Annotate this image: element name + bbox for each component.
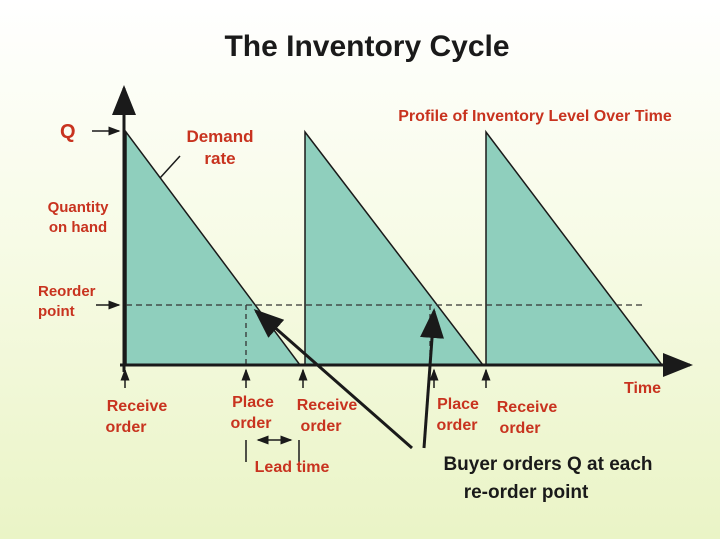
lead-time-label: Lead time bbox=[255, 459, 330, 476]
event-label-receive-1-line2: order bbox=[106, 419, 147, 436]
time-label: Time bbox=[624, 380, 661, 397]
profile-label: Profile of Inventory Level Over Time bbox=[398, 108, 672, 125]
diagram-title: The Inventory Cycle bbox=[224, 30, 509, 63]
demand-label-line2: rate bbox=[204, 149, 235, 168]
note-line1: Buyer orders Q at each bbox=[443, 454, 652, 475]
q-label: Q bbox=[60, 121, 76, 143]
event-label-receive-2-line1: Receive bbox=[297, 397, 358, 414]
event-label-receive-3-line1: Receive bbox=[497, 399, 558, 416]
quantity-label-line1: Quantity bbox=[48, 199, 109, 216]
event-label-receive-1-line1: Receive bbox=[107, 398, 168, 415]
event-label-place-1-line2: order bbox=[231, 415, 272, 432]
inventory-cycle-3 bbox=[485, 129, 664, 366]
demand-label-line1: Demand bbox=[186, 127, 253, 146]
event-label-receive-3-line2: order bbox=[500, 420, 541, 437]
reorder-label-line1: Reorder bbox=[38, 283, 96, 300]
note-line2: re-order point bbox=[464, 482, 589, 503]
event-label-place-2-line2: order bbox=[437, 417, 478, 434]
event-label-place-1-line1: Place bbox=[232, 394, 274, 411]
demand-rate-pointer bbox=[159, 155, 181, 179]
event-label-receive-2-line2: order bbox=[301, 418, 342, 435]
inventory-cycle-2 bbox=[304, 129, 485, 366]
event-label-place-2-line1: Place bbox=[437, 396, 479, 413]
reorder-label-line2: point bbox=[38, 303, 75, 320]
note-pointer-1 bbox=[253, 309, 413, 450]
quantity-label-line2: on hand bbox=[49, 219, 107, 236]
note-pointer-2 bbox=[420, 308, 445, 449]
